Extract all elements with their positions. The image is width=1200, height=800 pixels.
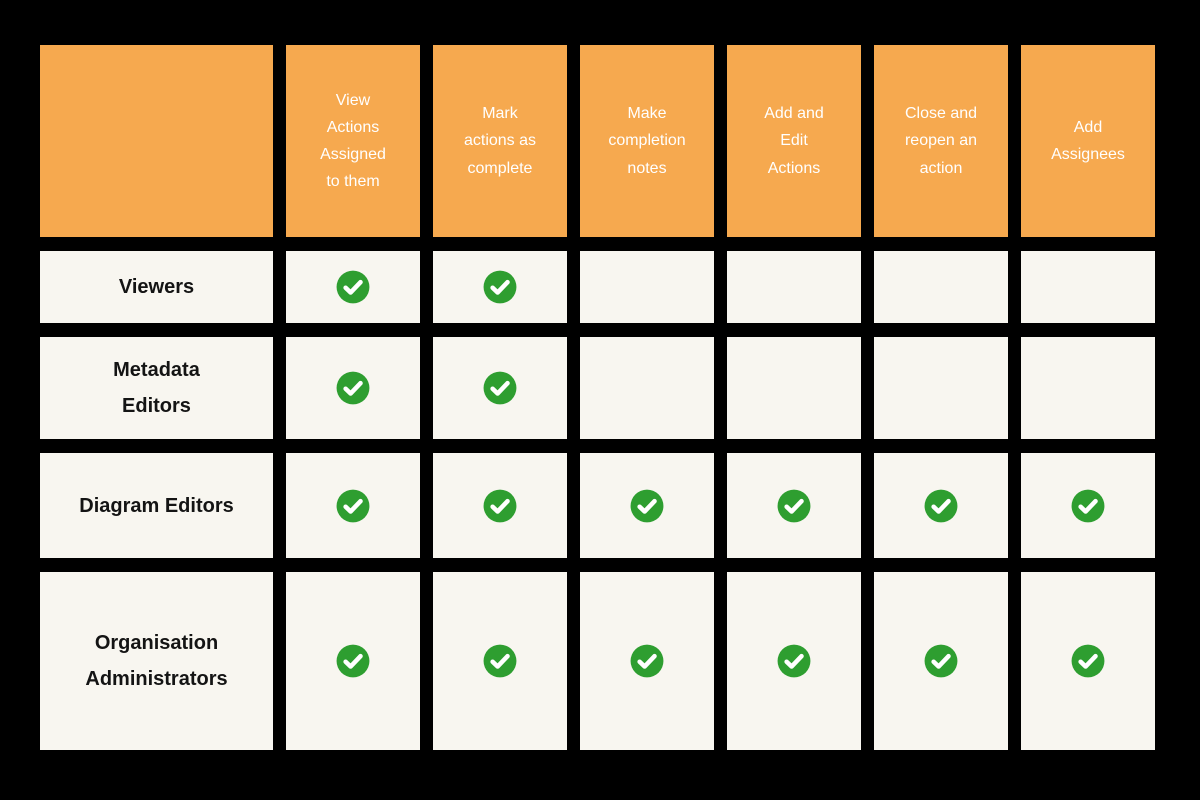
permission-cell-granted [874, 572, 1008, 750]
column-header-2: Mark actions as complete [433, 45, 567, 237]
header-corner-cell [40, 45, 273, 237]
check-icon [336, 489, 370, 522]
permission-cell-granted [286, 572, 420, 750]
check-icon [336, 644, 370, 678]
column-header-label: Add and Edit Actions [764, 105, 824, 177]
permission-cell-empty [1021, 337, 1155, 439]
column-header-label: Add Assignees [1051, 118, 1125, 163]
column-header-4: Add and Edit Actions [727, 45, 861, 237]
column-header-label: Make completion notes [608, 105, 686, 177]
permission-cell-granted [286, 251, 420, 323]
permission-cell-granted [433, 572, 567, 750]
check-icon [483, 270, 517, 304]
row-label: Metadata Editors [40, 337, 273, 439]
row-label-text: Metadata Editors [113, 359, 200, 417]
permission-cell-empty [874, 337, 1008, 439]
permission-cell-granted [1021, 572, 1155, 750]
check-icon [1071, 644, 1105, 678]
check-icon [630, 489, 664, 522]
check-icon [777, 489, 811, 522]
check-icon [777, 644, 811, 678]
permission-cell-empty [1021, 251, 1155, 323]
permission-cell-granted [286, 337, 420, 439]
permission-cell-empty [580, 251, 714, 323]
permission-cell-granted [874, 453, 1008, 558]
check-icon [483, 644, 517, 678]
row-label-text: Diagram Editors [79, 494, 234, 517]
column-header-label: Mark actions as complete [463, 105, 537, 177]
permission-cell-granted [727, 572, 861, 750]
row-label: Diagram Editors [40, 453, 273, 558]
check-icon [483, 371, 517, 405]
column-header-6: Add Assignees [1021, 45, 1155, 237]
column-header-label: Close and reopen an action [904, 105, 978, 177]
permission-cell-granted [433, 337, 567, 439]
permission-cell-empty [727, 337, 861, 439]
check-icon [483, 489, 517, 522]
column-header-3: Make completion notes [580, 45, 714, 237]
row-label: Viewers [40, 251, 273, 323]
check-icon [336, 371, 370, 405]
column-header-5: Close and reopen an action [874, 45, 1008, 237]
check-icon [924, 489, 958, 522]
column-header-label: View Actions Assigned to them [320, 91, 386, 191]
permission-cell-granted [433, 453, 567, 558]
permission-cell-granted [727, 453, 861, 558]
permission-cell-granted [286, 453, 420, 558]
check-icon [924, 644, 958, 678]
permission-cell-empty [727, 251, 861, 323]
permission-cell-granted [580, 453, 714, 558]
row-label-text: Organisation Administrators [85, 632, 228, 690]
row-label-text: Viewers [118, 276, 195, 298]
check-icon [630, 644, 664, 678]
column-header-1: View Actions Assigned to them [286, 45, 420, 237]
permission-cell-empty [580, 337, 714, 439]
permissions-table: View Actions Assigned to them Mark action… [40, 45, 1155, 750]
permission-cell-granted [580, 572, 714, 750]
check-icon [336, 270, 370, 304]
permission-cell-empty [874, 251, 1008, 323]
permission-cell-granted [1021, 453, 1155, 558]
row-label: Organisation Administrators [40, 572, 273, 750]
check-icon [1071, 489, 1105, 522]
permission-cell-granted [433, 251, 567, 323]
